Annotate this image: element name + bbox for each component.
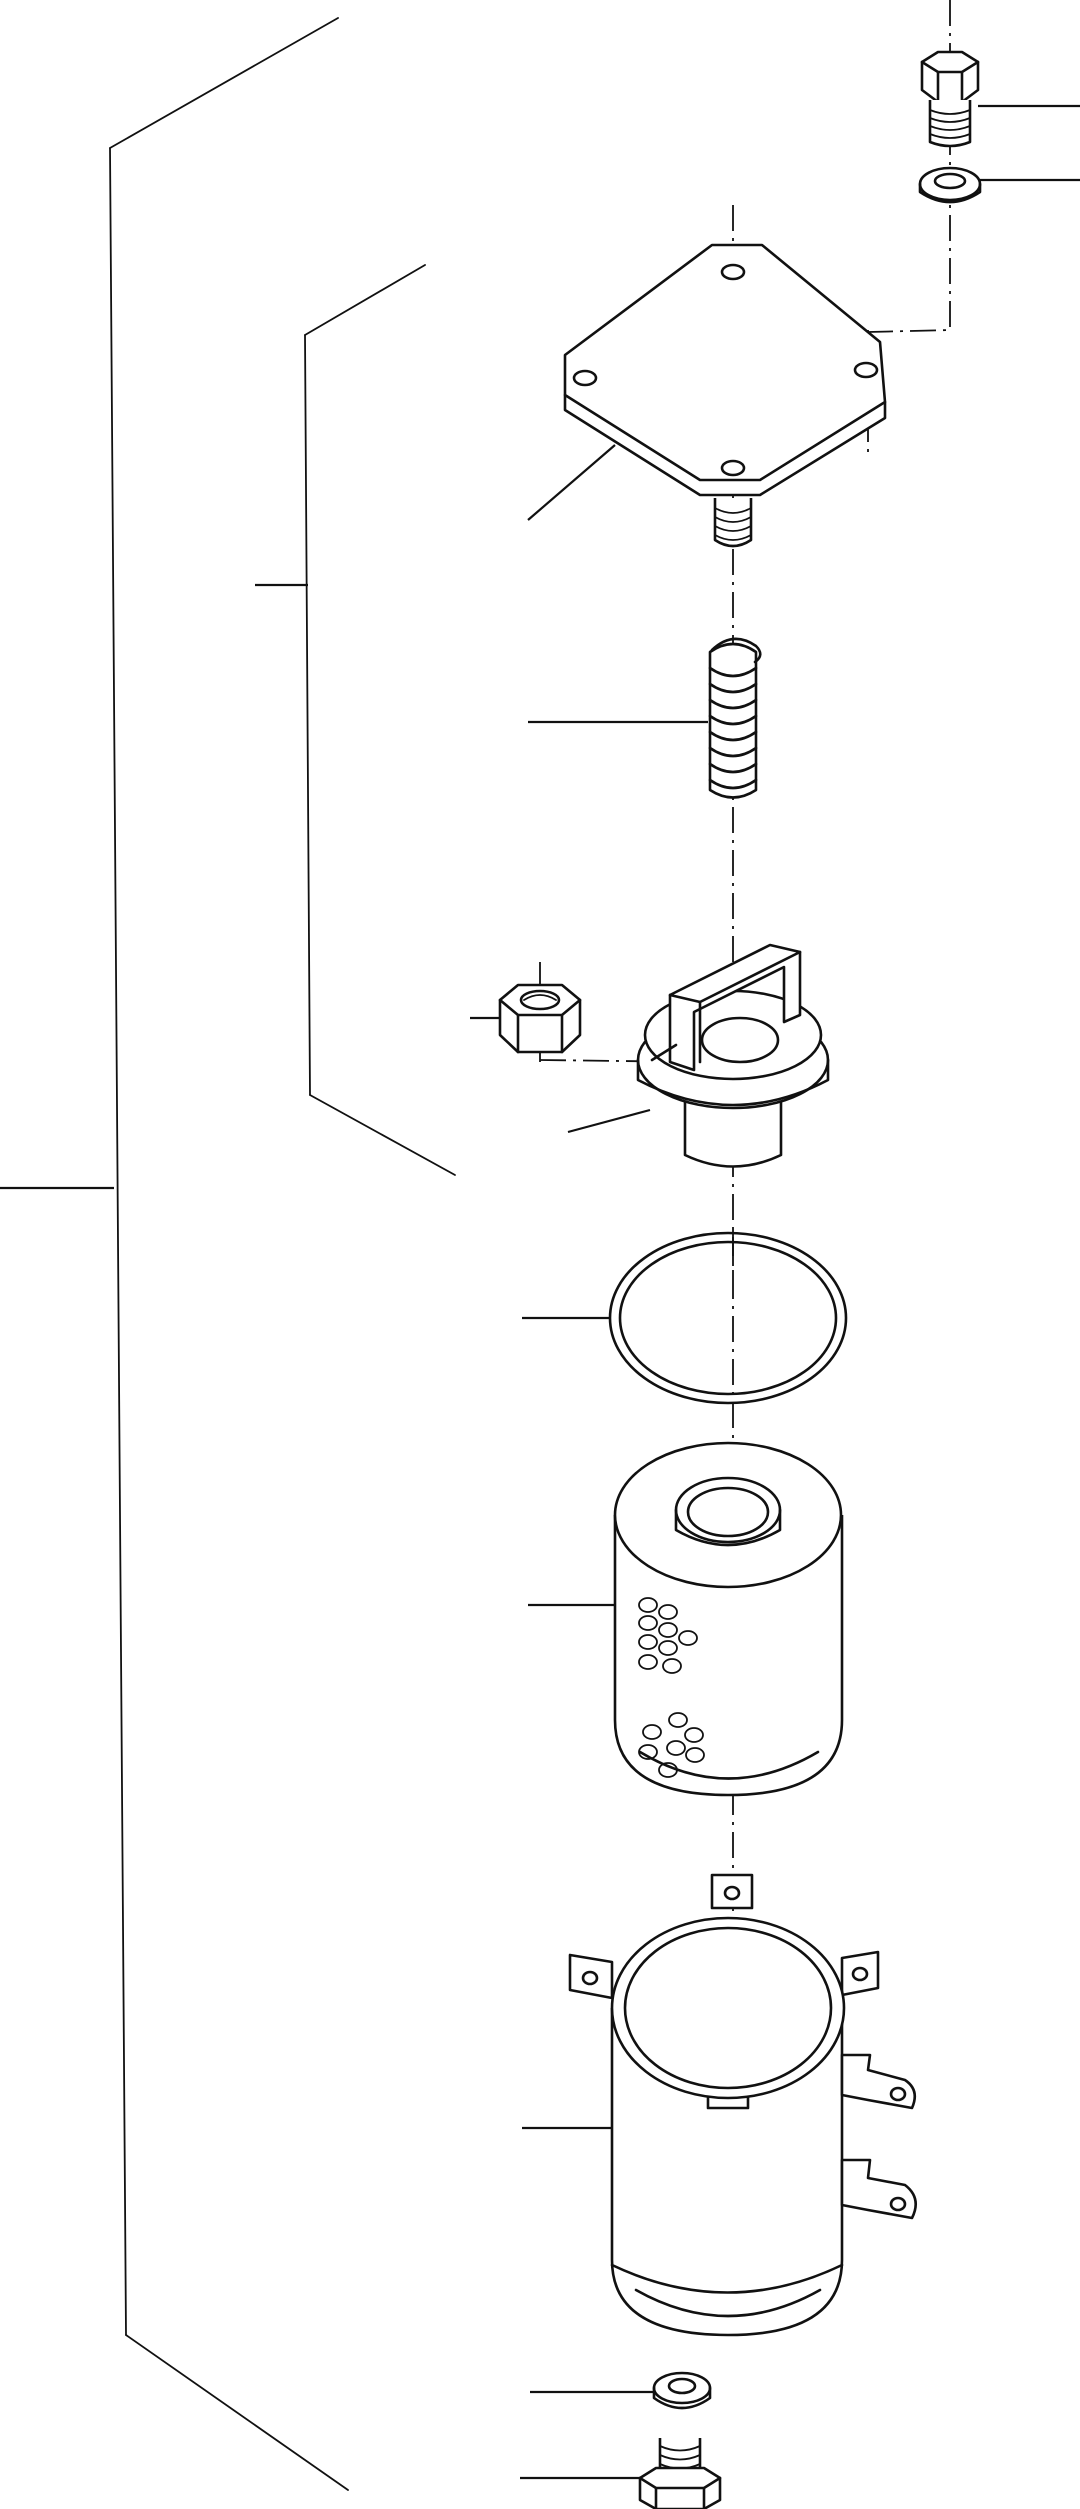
drain-plug xyxy=(520,2438,722,2509)
hex-bolt xyxy=(920,50,1080,148)
housing-side-brackets xyxy=(840,2053,917,2220)
outer-assembly-bracket xyxy=(0,17,349,2491)
head-subassembly-bracket xyxy=(255,264,456,1176)
head-cover-plate xyxy=(527,243,887,548)
drain-washer xyxy=(530,2371,712,2410)
washer xyxy=(918,166,1080,204)
filter-element xyxy=(528,1441,844,1797)
o-ring xyxy=(522,1231,848,1405)
filter-head xyxy=(567,943,830,1168)
filter-perforations xyxy=(638,1597,705,1778)
hex-nut xyxy=(470,983,582,1054)
filter-housing xyxy=(522,1873,917,2337)
coil-spring xyxy=(528,637,762,799)
